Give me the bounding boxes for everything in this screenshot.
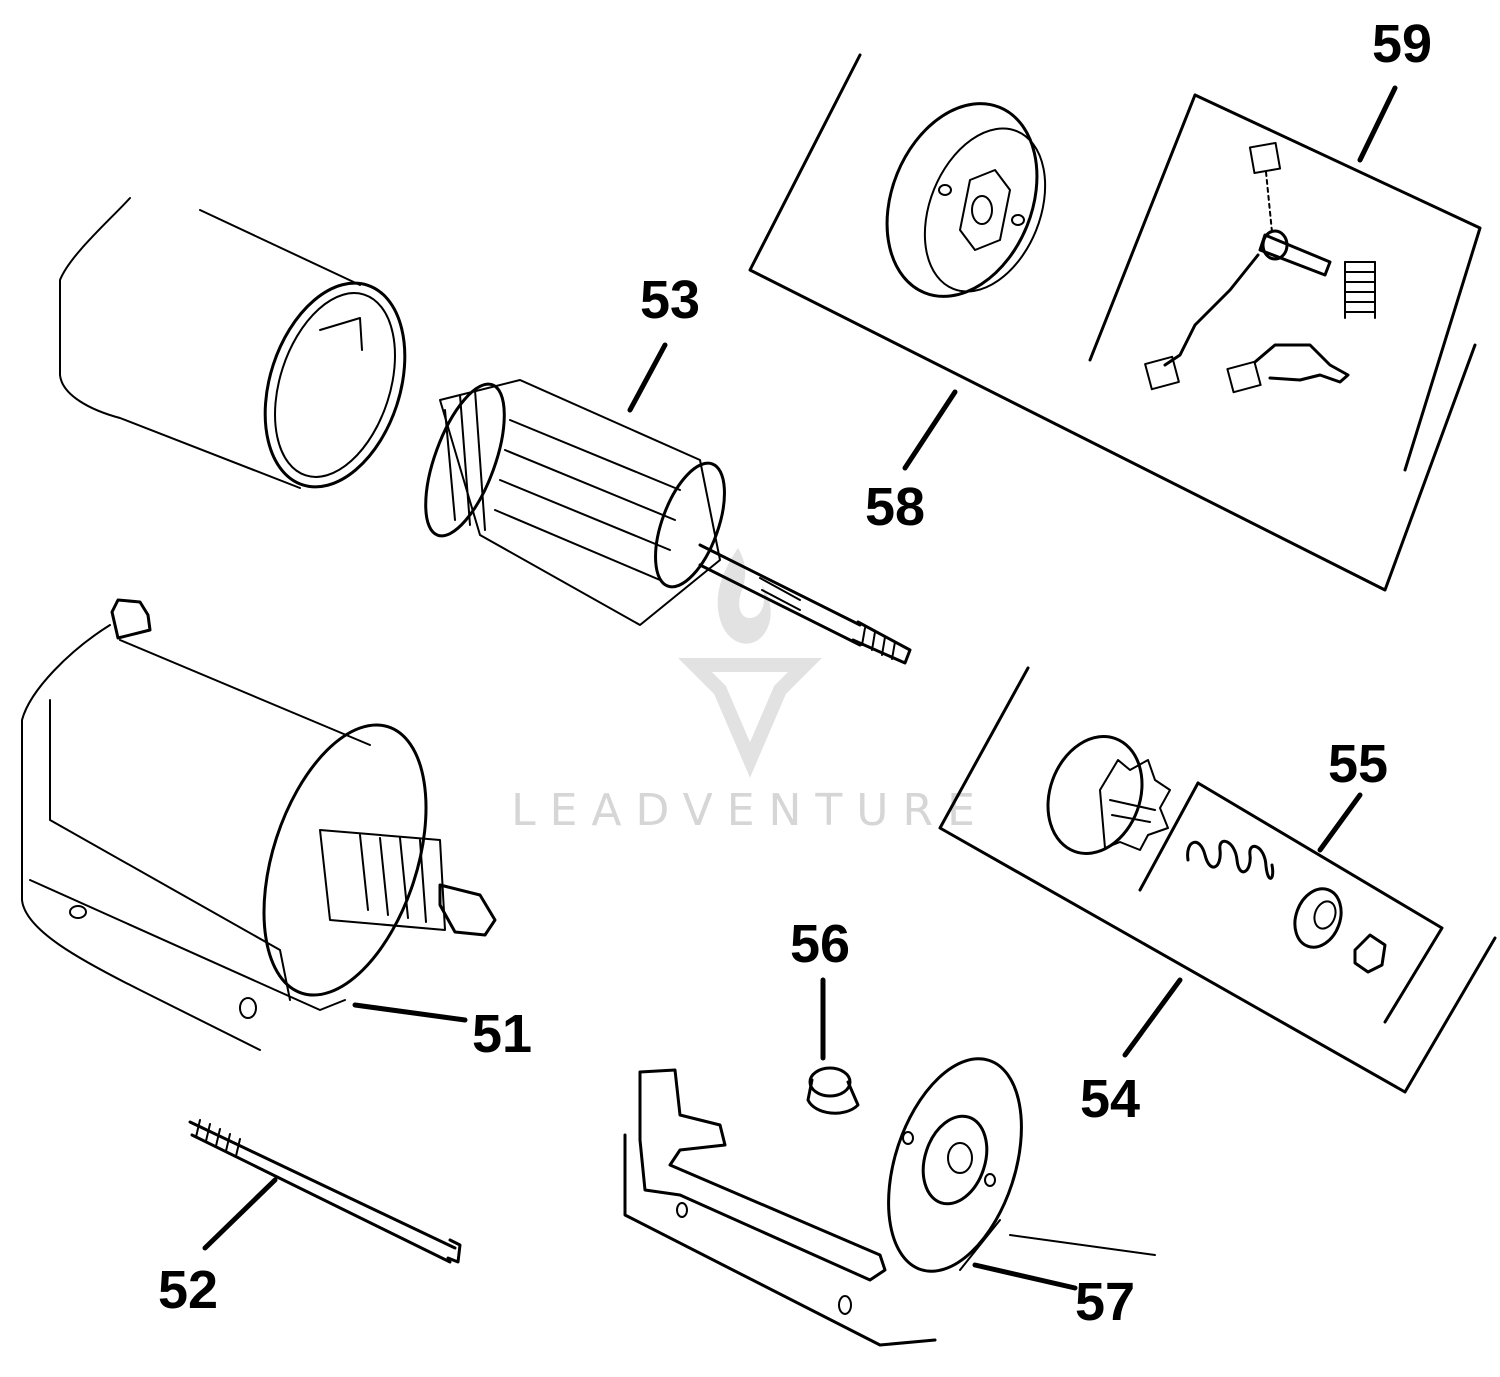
armature (424, 379, 912, 665)
leader-55 (1317, 792, 1363, 853)
callout-57: 57 (1075, 1272, 1135, 1332)
commutator-end-cap (885, 102, 1047, 298)
bushing (806, 1066, 860, 1115)
callout-53: 53 (640, 270, 700, 330)
leadventure-watermark: LEADVENTURE (511, 548, 989, 836)
leader-lines (202, 85, 1398, 1291)
callout-56: 56 (790, 914, 850, 974)
drive-end-bracket (623, 1057, 1156, 1347)
starter-motor-assembly (21, 598, 497, 1051)
callout-numbers: 51 52 53 54 55 56 57 58 59 (158, 14, 1432, 1332)
callout-55: 55 (1328, 734, 1388, 794)
leader-52 (202, 1177, 278, 1251)
leader-59 (1357, 85, 1398, 163)
field-housing-tube (59, 197, 407, 489)
drive-pinion-gear (1046, 735, 1171, 855)
leader-58 (902, 389, 958, 471)
drive-kit-box (938, 666, 1497, 1094)
end-cap-box (748, 53, 1482, 592)
brush-spring-kit (1144, 141, 1376, 394)
drive-kit-parts (1186, 839, 1387, 974)
callout-51: 51 (472, 1004, 532, 1064)
leader-51 (352, 1002, 468, 1023)
watermark-text: LEADVENTURE (511, 785, 989, 836)
leader-54 (1122, 977, 1183, 1058)
leader-57 (972, 1262, 1078, 1291)
callout-54: 54 (1080, 1069, 1140, 1129)
callout-58: 58 (865, 477, 925, 537)
callout-52: 52 (158, 1260, 218, 1320)
callout-59: 59 (1372, 14, 1432, 74)
leader-53 (627, 342, 668, 413)
watermark-logo (678, 548, 822, 778)
through-bolt (188, 1119, 462, 1264)
